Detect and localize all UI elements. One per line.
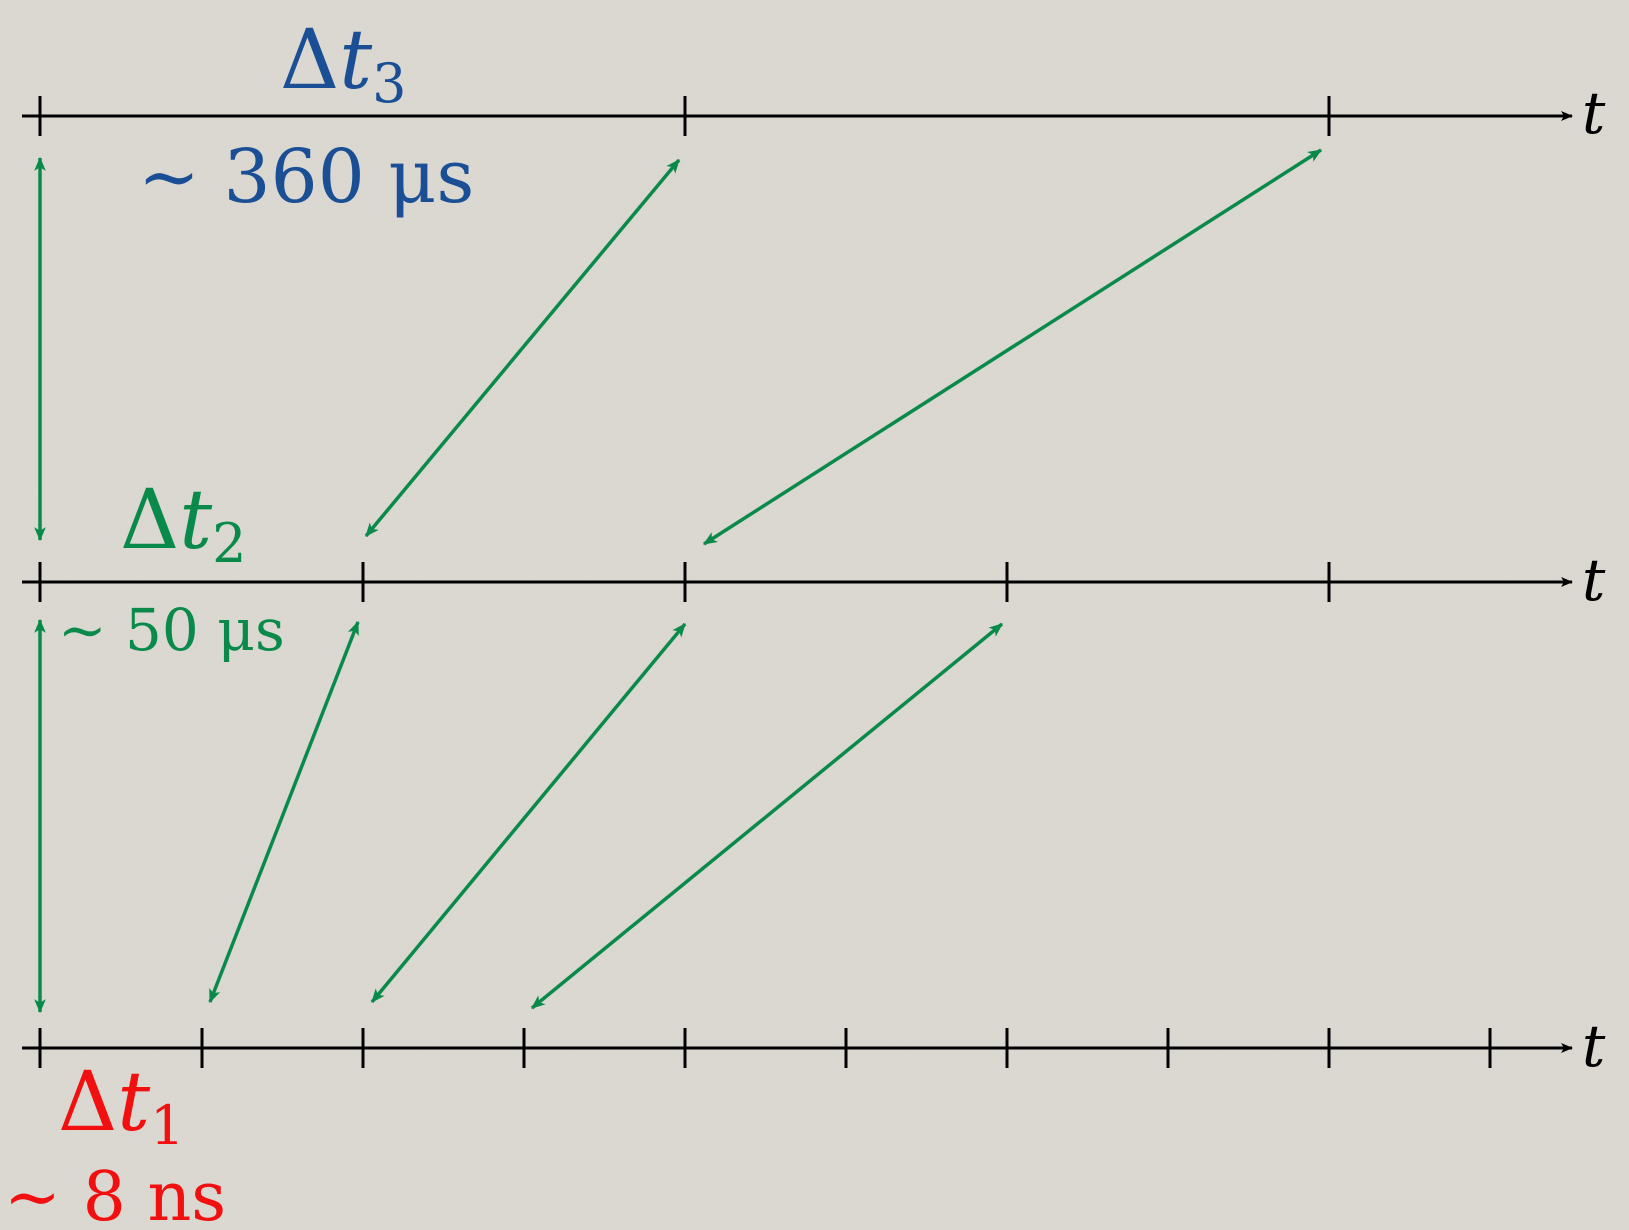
arrows-top-middle bbox=[34, 148, 1322, 546]
label-dt3: Δt3 bbox=[280, 13, 407, 115]
label-dt2-value: ∼ 50 μs bbox=[58, 596, 285, 664]
double-arrow bbox=[364, 158, 681, 538]
axis-label-t-middle: t bbox=[1582, 546, 1606, 614]
timeline-1 bbox=[22, 1028, 1573, 1068]
axis-label-t-top: t bbox=[1582, 79, 1606, 147]
label-dt1-value: ∼ 8 ns bbox=[4, 1158, 226, 1230]
timeline-2 bbox=[22, 562, 1573, 602]
label-dt2: Δt2 bbox=[120, 473, 247, 575]
axis-label-t-bottom: t bbox=[1582, 1012, 1606, 1080]
timeline-3 bbox=[22, 96, 1573, 136]
label-dt1: Δt1 bbox=[58, 1055, 185, 1157]
double-arrow bbox=[530, 622, 1004, 1010]
label-dt3-value: ∼ 360 μs bbox=[138, 134, 474, 220]
double-arrow bbox=[703, 148, 1322, 546]
double-arrow bbox=[208, 620, 360, 1004]
arrows-middle-bottom bbox=[34, 618, 1004, 1014]
